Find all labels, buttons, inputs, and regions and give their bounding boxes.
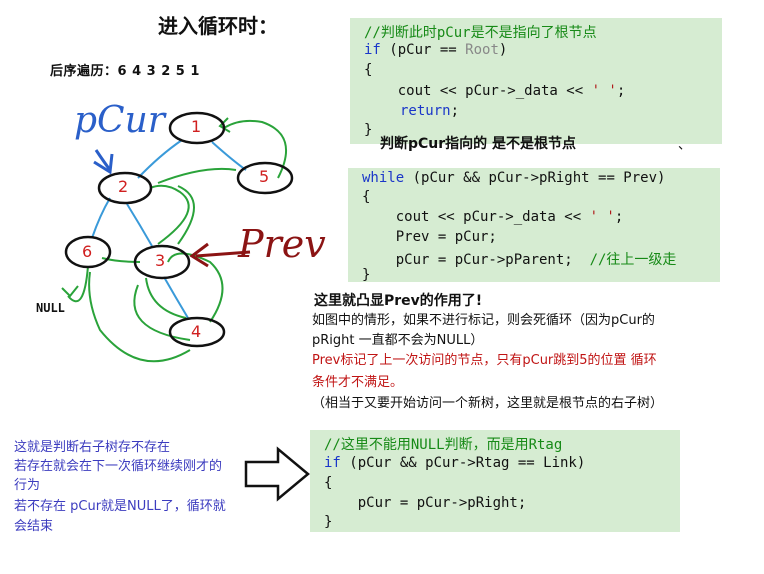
edge-1-2 bbox=[137, 139, 183, 179]
pcur-pointer bbox=[93, 149, 114, 175]
edge-1-5 bbox=[211, 141, 247, 171]
node-2-label: 2 bbox=[118, 177, 129, 196]
node-6-circle bbox=[64, 235, 112, 269]
explain-line-4: 条件才不满足。 bbox=[312, 375, 404, 390]
code2-prev-assign: Prev = pCur; bbox=[362, 229, 497, 245]
code1-cond-a: (pCur == bbox=[380, 42, 466, 58]
code2-pcur-comment: //往上一级走 bbox=[572, 252, 677, 268]
code2-cout-str: ' ' bbox=[589, 209, 615, 225]
explain-heading: 这里就凸显Prev的作用了! bbox=[314, 293, 483, 309]
thread-6-3 bbox=[101, 257, 141, 263]
thread-4-3-outer bbox=[167, 252, 224, 323]
code1-cond-b: ) bbox=[498, 42, 508, 58]
code2-pcur-line: pCur = pCur->pParent; //往上一级走 bbox=[362, 249, 677, 269]
left-note-line-3: 行为 bbox=[14, 478, 41, 493]
explain-line-3: Prev标记了上一次访问的节点，只有pCur跳到5的位置 循环 bbox=[312, 353, 657, 368]
code3-kw-if: if bbox=[324, 455, 341, 471]
pcur-arrow-head bbox=[93, 153, 114, 175]
code1-root: Root bbox=[465, 42, 499, 58]
code2-cout-line: cout << pCur->_data << ' '; bbox=[362, 209, 624, 225]
thread-6-null bbox=[67, 265, 89, 303]
code2-pcur-assign: pCur = pCur->pParent; bbox=[362, 252, 573, 268]
thread-arrowhead-1 bbox=[218, 117, 231, 133]
page-title: 进入循环时： bbox=[158, 14, 278, 38]
code1-cout-b: ; bbox=[616, 83, 626, 99]
node-4-circle bbox=[168, 316, 226, 348]
node-3-circle bbox=[133, 244, 191, 280]
stray-mark: 、 bbox=[678, 138, 692, 153]
code1-cout-str: ' ' bbox=[591, 83, 617, 99]
left-note-line-5: 会结束 bbox=[14, 519, 54, 534]
note-root-check: 判断pCur指向的 是不是根节点 bbox=[380, 136, 577, 152]
node-4-label: 4 bbox=[191, 322, 202, 341]
edge-3-4 bbox=[163, 276, 189, 319]
code3-assign: pCur = pCur->pRight; bbox=[324, 495, 527, 511]
left-note-line-4: 若不存在 pCur就是NULL了，循环就 bbox=[14, 499, 226, 514]
prev-handwritten-label: Prev bbox=[238, 222, 326, 266]
node-1-label: 1 bbox=[191, 117, 202, 136]
null-label: NULL bbox=[36, 301, 65, 315]
code3-brace-open: { bbox=[324, 475, 333, 491]
code1-cout-a: cout << pCur->_data << bbox=[364, 83, 592, 99]
prev-arrow-shaft bbox=[195, 250, 251, 258]
explain-line-1: 如图中的情形，如果不进行标记，则会死循环（因为pCur的 bbox=[312, 313, 655, 328]
code3-comment: //这里不能用NULL判断，而是用Rtag bbox=[324, 437, 563, 453]
code2-brace-open: { bbox=[362, 189, 371, 205]
prev-arrow-head bbox=[189, 242, 209, 268]
null-arrowhead bbox=[61, 285, 79, 298]
left-note-line-1: 这就是判断右子树存不存在 bbox=[14, 440, 171, 455]
edge-2-6 bbox=[91, 197, 111, 239]
node-5-label: 5 bbox=[259, 167, 270, 186]
thread-arrows bbox=[61, 117, 287, 363]
left-note-line-2: 若存在就会在下一次循环继续刚才的 bbox=[14, 459, 223, 474]
code1-brace-open: { bbox=[364, 62, 373, 78]
code3-cond: (pCur && pCur->Rtag == Link) bbox=[340, 455, 586, 471]
right-arrow-icon bbox=[244, 446, 310, 502]
explain-line-2: pRight 一直都不会为NULL） bbox=[312, 333, 484, 348]
explain-line-5: （相当于又要开始访问一个新树，这里就是根节点的右子树） bbox=[312, 396, 664, 411]
code-block-rtag-check: //这里不能用NULL判断，而是用Rtag if (pCur && pCur->… bbox=[310, 430, 680, 532]
thread-5-2 bbox=[157, 167, 237, 184]
code2-brace-close: } bbox=[362, 267, 371, 283]
postorder-traversal: 后序遍历：6 4 3 2 5 1 bbox=[50, 64, 200, 79]
tree-nodes bbox=[64, 111, 294, 348]
node-3-label: 3 bbox=[155, 251, 166, 270]
code2-while-line: while (pCur && pCur->pRight == Prev) bbox=[362, 170, 665, 186]
node-2-circle bbox=[97, 171, 153, 205]
code1-return-line: return; bbox=[400, 103, 459, 119]
code1-return-semi: ; bbox=[450, 103, 460, 119]
node-1-circle bbox=[168, 111, 226, 145]
code-block-root-check: //判断此时pCur是不是指向了根节点 if (pCur == Root) { … bbox=[350, 18, 722, 144]
thread-4-3-inner bbox=[145, 277, 187, 319]
code2-kw-while: while bbox=[362, 170, 405, 186]
code-block-while-loop: while (pCur && pCur->pRight == Prev) { c… bbox=[348, 168, 720, 283]
node-5-circle bbox=[236, 161, 294, 195]
code3-brace-close: } bbox=[324, 514, 333, 530]
prev-pointer bbox=[189, 242, 251, 268]
pcur-handwritten-label: pCur bbox=[74, 100, 165, 141]
code1-kw-if: if bbox=[364, 42, 381, 58]
thread-4-6 bbox=[88, 271, 191, 363]
code1-if-line: if (pCur == Root) bbox=[364, 42, 507, 58]
thread-5-1 bbox=[223, 119, 287, 179]
code1-cout-line: cout << pCur->_data << ' '; bbox=[364, 83, 626, 99]
code1-return: return bbox=[400, 103, 451, 119]
code3-if-line: if (pCur && pCur->Rtag == Link) bbox=[324, 455, 585, 471]
code2-cout-a: cout << pCur->_data << bbox=[362, 209, 590, 225]
code2-cond: (pCur && pCur->pRight == Prev) bbox=[404, 170, 666, 186]
thread-3-2-b bbox=[177, 185, 195, 245]
thread-3-2 bbox=[149, 184, 190, 245]
edge-2-3 bbox=[126, 203, 153, 247]
thread-4-3-low bbox=[133, 284, 191, 341]
code1-comment: //判断此时pCur是不是指向了根节点 bbox=[364, 25, 597, 41]
code2-cout-b: ; bbox=[614, 209, 624, 225]
node-6-label: 6 bbox=[82, 242, 93, 261]
code1-brace-close: } bbox=[364, 122, 373, 138]
